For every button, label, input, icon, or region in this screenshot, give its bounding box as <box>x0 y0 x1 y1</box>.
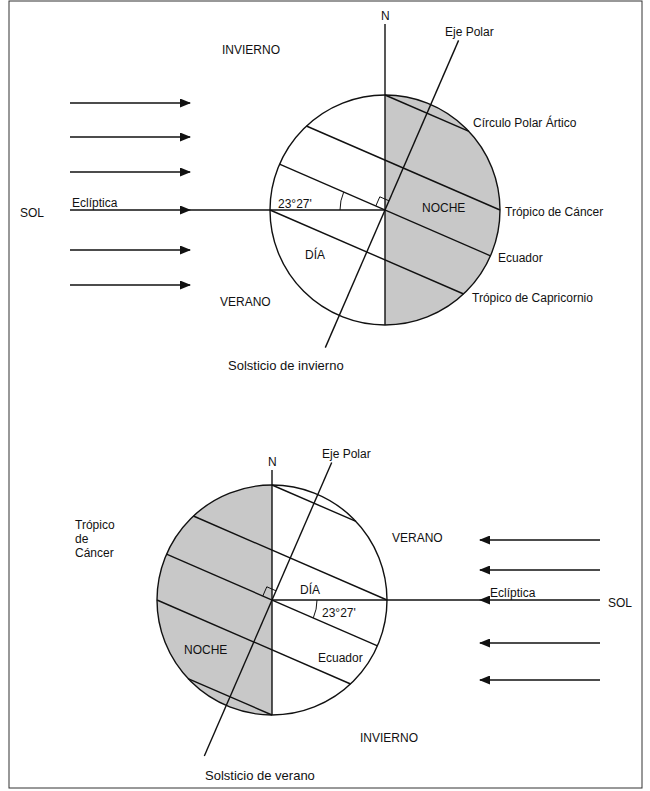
angle-label: 23°27' <box>322 606 356 620</box>
right-angle-mark <box>263 587 276 596</box>
day-label: DÍA <box>300 583 320 597</box>
label-anchor: Ecuador <box>318 648 363 666</box>
label-anchor: Ecuador <box>498 248 543 266</box>
night-label: NOCHE <box>182 643 229 657</box>
angle-arc <box>313 600 317 618</box>
label-anchor: NOCHE <box>182 640 229 658</box>
season-label: VERANO <box>392 531 443 545</box>
latitude-label: Trópico de Cáncer <box>505 205 603 219</box>
sun-rays <box>480 540 600 680</box>
night-half <box>157 485 272 715</box>
north-line <box>271 470 272 715</box>
night-label: NOCHE <box>420 201 467 215</box>
label-anchor: INVIERNO <box>222 40 280 58</box>
latitude-label: Círculo Polar Ártico <box>473 116 576 130</box>
polar-axis <box>204 463 331 757</box>
sun-ray <box>70 171 190 172</box>
latitude-label: Ecuador <box>498 251 543 265</box>
label-anchor: SOL <box>20 203 44 221</box>
label-anchor: N <box>381 6 390 24</box>
label-anchor: DÍA <box>300 580 320 598</box>
label-anchor: Eje Polar <box>322 444 371 462</box>
sun-ray <box>70 136 190 137</box>
polar-axis <box>325 40 458 347</box>
sun-rays <box>70 103 190 285</box>
solstice-caption: Solsticio de verano <box>205 768 315 783</box>
label-anchor: Solsticio de verano <box>205 766 315 784</box>
axis-label: Eje Polar <box>445 25 494 39</box>
north-label: N <box>268 455 277 469</box>
north-label: N <box>381 9 390 23</box>
sun-label: SOL <box>20 206 44 220</box>
label-anchor: NOCHE <box>420 198 467 216</box>
sun-ray <box>480 642 600 643</box>
sun-ray <box>70 284 190 285</box>
season-label: INVIERNO <box>222 43 280 57</box>
label-anchor: INVIERNO <box>360 728 418 746</box>
latitude-label: Ecuador <box>318 651 363 665</box>
label-anchor: Eje Polar <box>445 22 494 40</box>
ecliptic-line <box>272 599 480 600</box>
frame <box>9 1 642 788</box>
summer-solstice-figure <box>157 463 600 757</box>
label-anchor: DÍA <box>305 245 325 263</box>
winter-solstice-figure <box>70 24 500 348</box>
ecliptic-label: Eclíptica <box>490 586 535 600</box>
sun-ray <box>480 539 600 540</box>
label-anchor: N <box>268 452 277 470</box>
ecliptic-label: Eclíptica <box>72 196 117 210</box>
north-line <box>384 24 385 325</box>
season-label: VERANO <box>220 295 271 309</box>
sun-ray <box>70 249 190 250</box>
angle-arc <box>340 192 344 210</box>
label-anchor: VERANO <box>392 528 443 546</box>
right-angle-mark <box>376 197 389 206</box>
day-label: DÍA <box>305 248 325 262</box>
sun-ray <box>70 102 190 103</box>
label-anchor: Eclíptica <box>490 583 535 601</box>
label-anchor: Solsticio de invierno <box>228 356 344 374</box>
sun-label: SOL <box>608 596 632 610</box>
label-anchor: Círculo Polar Ártico <box>473 113 576 131</box>
label-anchor: Eclíptica <box>72 193 117 211</box>
latitude-label: Trópico de Capricornio <box>472 291 593 305</box>
latitude-label: Trópico de Cáncer <box>75 518 127 560</box>
label-anchor: Trópico de Capricornio <box>472 288 593 306</box>
label-anchor: Trópico de Cáncer <box>505 202 603 220</box>
season-label: INVIERNO <box>360 731 418 745</box>
angle-label: 23°27' <box>278 197 312 211</box>
label-anchor: VERANO <box>220 292 271 310</box>
label-anchor: 23°27' <box>278 194 312 212</box>
axis-label: Eje Polar <box>322 447 371 461</box>
label-anchor: Trópico de Cáncer <box>75 518 127 561</box>
label-anchor: SOL <box>608 593 632 611</box>
solstice-caption: Solsticio de invierno <box>228 358 344 373</box>
sun-ray <box>480 679 600 680</box>
sun-ray <box>480 569 600 570</box>
label-anchor: 23°27' <box>322 603 356 621</box>
